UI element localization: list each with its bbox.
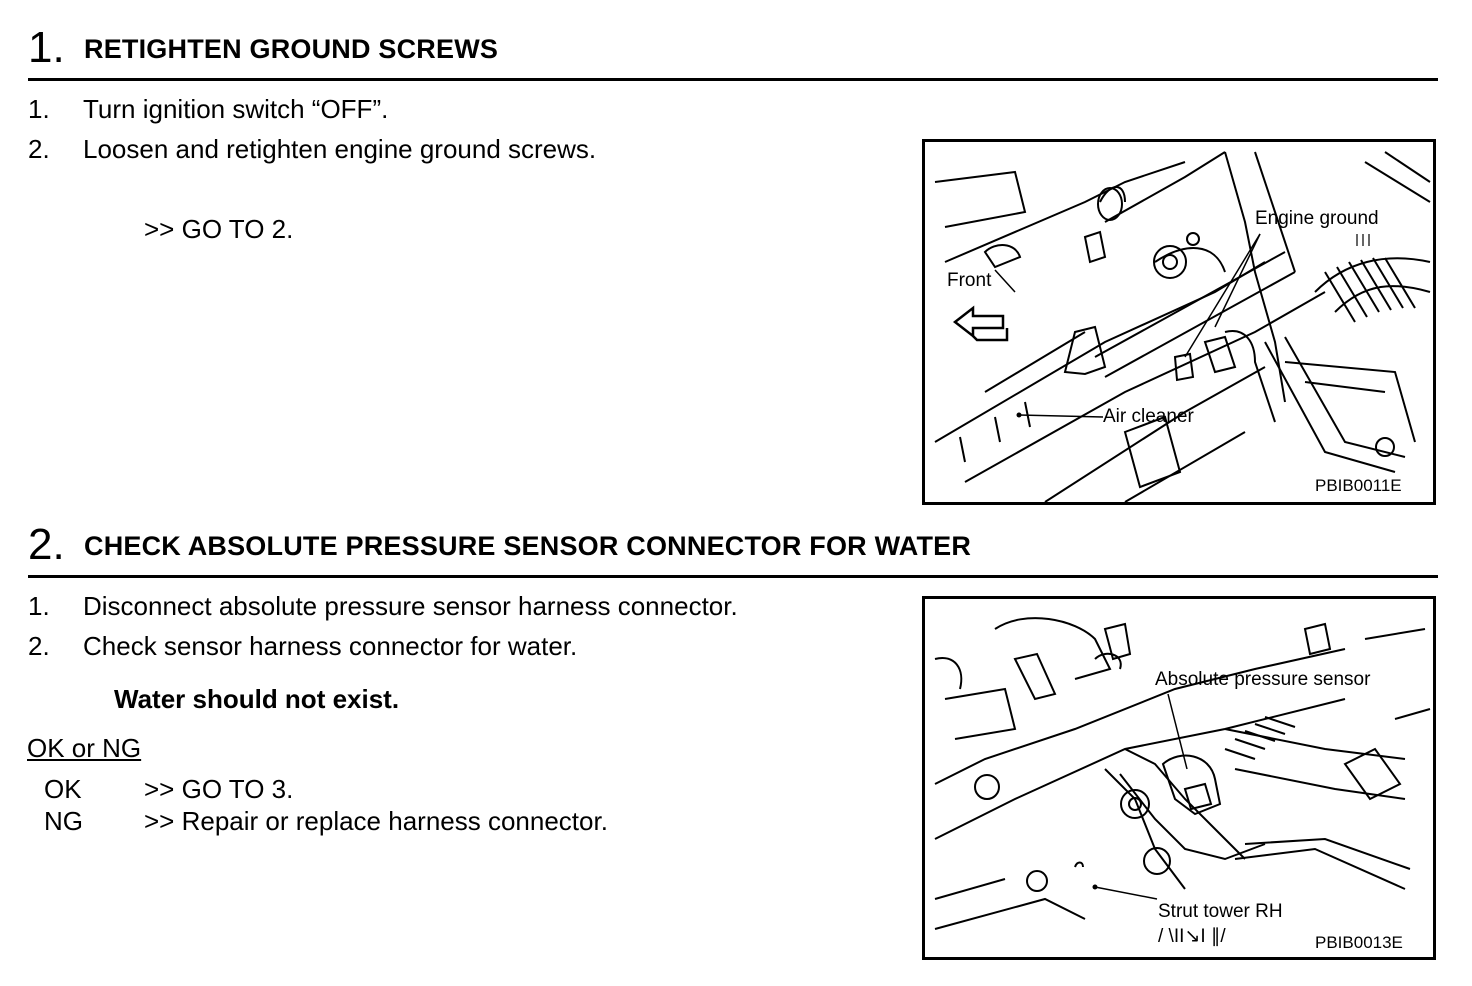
result-action: >> GO TO 3. bbox=[144, 774, 294, 804]
figure-code: PBIB0011E bbox=[1315, 476, 1402, 495]
step-number: 1. bbox=[28, 23, 65, 72]
result-key: OK bbox=[44, 774, 82, 804]
list-item-number: 2. bbox=[28, 631, 50, 661]
step-2-header: 2. CHECK ABSOLUTE PRESSURE SENSOR CONNEC… bbox=[28, 519, 1438, 578]
result-key: NG bbox=[44, 806, 83, 836]
strut-tower-marks: / \II↘I ∥/ bbox=[1158, 926, 1226, 947]
list-item-number: 1. bbox=[28, 591, 50, 621]
list-item-text: Loosen and retighten engine ground screw… bbox=[83, 134, 597, 164]
spec-note: Water should not exist. bbox=[114, 684, 400, 714]
list-item-text: Disconnect absolute pressure sensor harn… bbox=[83, 591, 738, 621]
list-item-number: 1. bbox=[28, 94, 50, 124]
list-item-text: Check sensor harness connector for water… bbox=[83, 631, 578, 661]
step-1-header: 1. RETIGHTEN GROUND SCREWS bbox=[28, 22, 1438, 81]
front-label: Front bbox=[947, 270, 992, 291]
figure-engine-ground: Engine ground Front Air cleaner PBIB0011… bbox=[922, 139, 1436, 505]
step-number: 2. bbox=[28, 520, 65, 569]
engine-ground-label: Engine ground bbox=[1255, 208, 1379, 229]
absolute-pressure-sensor-label: Absolute pressure sensor bbox=[1155, 669, 1371, 690]
figure-pressure-sensor: Absolute pressure sensor Strut tower RH … bbox=[922, 596, 1436, 960]
goto-instruction: >> GO TO 2. bbox=[144, 214, 294, 244]
figure-code: PBIB0013E bbox=[1315, 933, 1403, 952]
list-item-number: 2. bbox=[28, 134, 50, 164]
strut-tower-label: Strut tower RH bbox=[1158, 901, 1283, 922]
ok-or-ng-heading: OK or NG bbox=[27, 733, 142, 763]
engine-ground-illustration bbox=[934, 151, 1431, 502]
list-item-text: Turn ignition switch “OFF”. bbox=[83, 94, 389, 124]
step-title: CHECK ABSOLUTE PRESSURE SENSOR CONNECTOR… bbox=[84, 531, 972, 561]
pressure-sensor-illustration bbox=[934, 617, 1431, 930]
result-action: >> Repair or replace harness connector. bbox=[144, 806, 608, 836]
step-title: RETIGHTEN GROUND SCREWS bbox=[84, 34, 499, 64]
front-arrow-icon bbox=[952, 305, 1009, 342]
air-cleaner-label: Air cleaner bbox=[1103, 406, 1194, 427]
